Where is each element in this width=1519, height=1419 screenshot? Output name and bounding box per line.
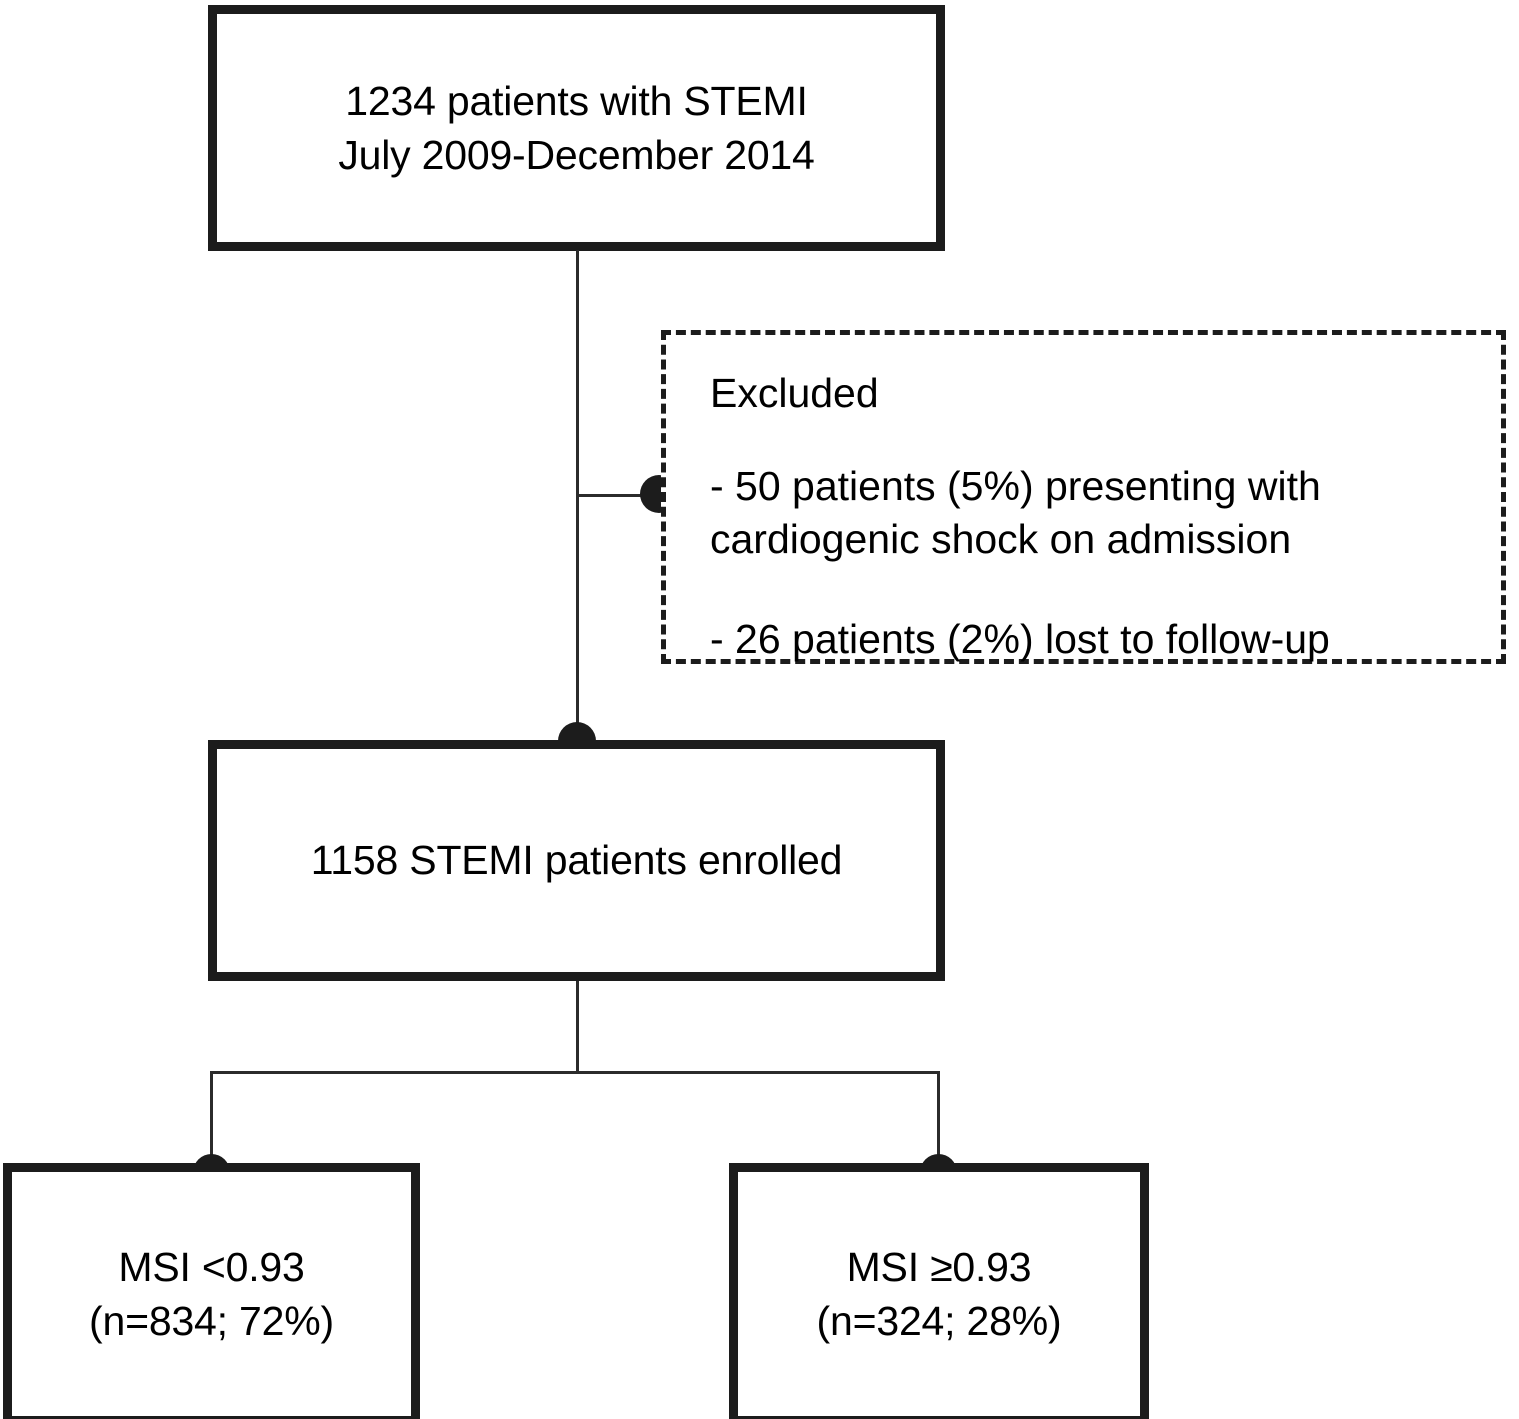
connector-enrolled-split-stem — [576, 981, 579, 1074]
connector-to-excluded — [579, 494, 659, 497]
node-msi-high-box: MSI ≥0.93 (n=324; 28%) — [729, 1163, 1149, 1419]
node-msi-low-text: MSI <0.93 (n=834; 72%) — [89, 1243, 334, 1344]
excluded-item-lost-to-followup: - 26 patients (2%) lost to follow-up — [710, 615, 1330, 662]
node-cohort-box: 1234 patients with STEMI July 2009-Decem… — [208, 5, 945, 251]
node-enrolled-text: 1158 STEMI patients enrolled — [310, 837, 843, 884]
connector-drop-msi-low — [210, 1071, 213, 1172]
connector-drop-msi-high — [937, 1071, 940, 1172]
node-enrolled-box: 1158 STEMI patients enrolled — [208, 740, 945, 981]
excluded-title: Excluded — [710, 370, 879, 416]
connector-cohort-to-enrolled — [576, 250, 579, 745]
node-cohort-text: 1234 patients with STEMI July 2009-Decem… — [338, 77, 815, 178]
node-msi-low-box: MSI <0.93 (n=834; 72%) — [3, 1163, 420, 1419]
excluded-item-cardiogenic-shock: - 50 patients (5%) presenting with cardi… — [710, 463, 1321, 563]
node-excluded-box: Excluded - 50 patients (5%) presenting w… — [661, 330, 1506, 664]
connector-split-rail — [210, 1071, 940, 1074]
node-msi-high-text: MSI ≥0.93 (n=324; 28%) — [816, 1243, 1062, 1344]
